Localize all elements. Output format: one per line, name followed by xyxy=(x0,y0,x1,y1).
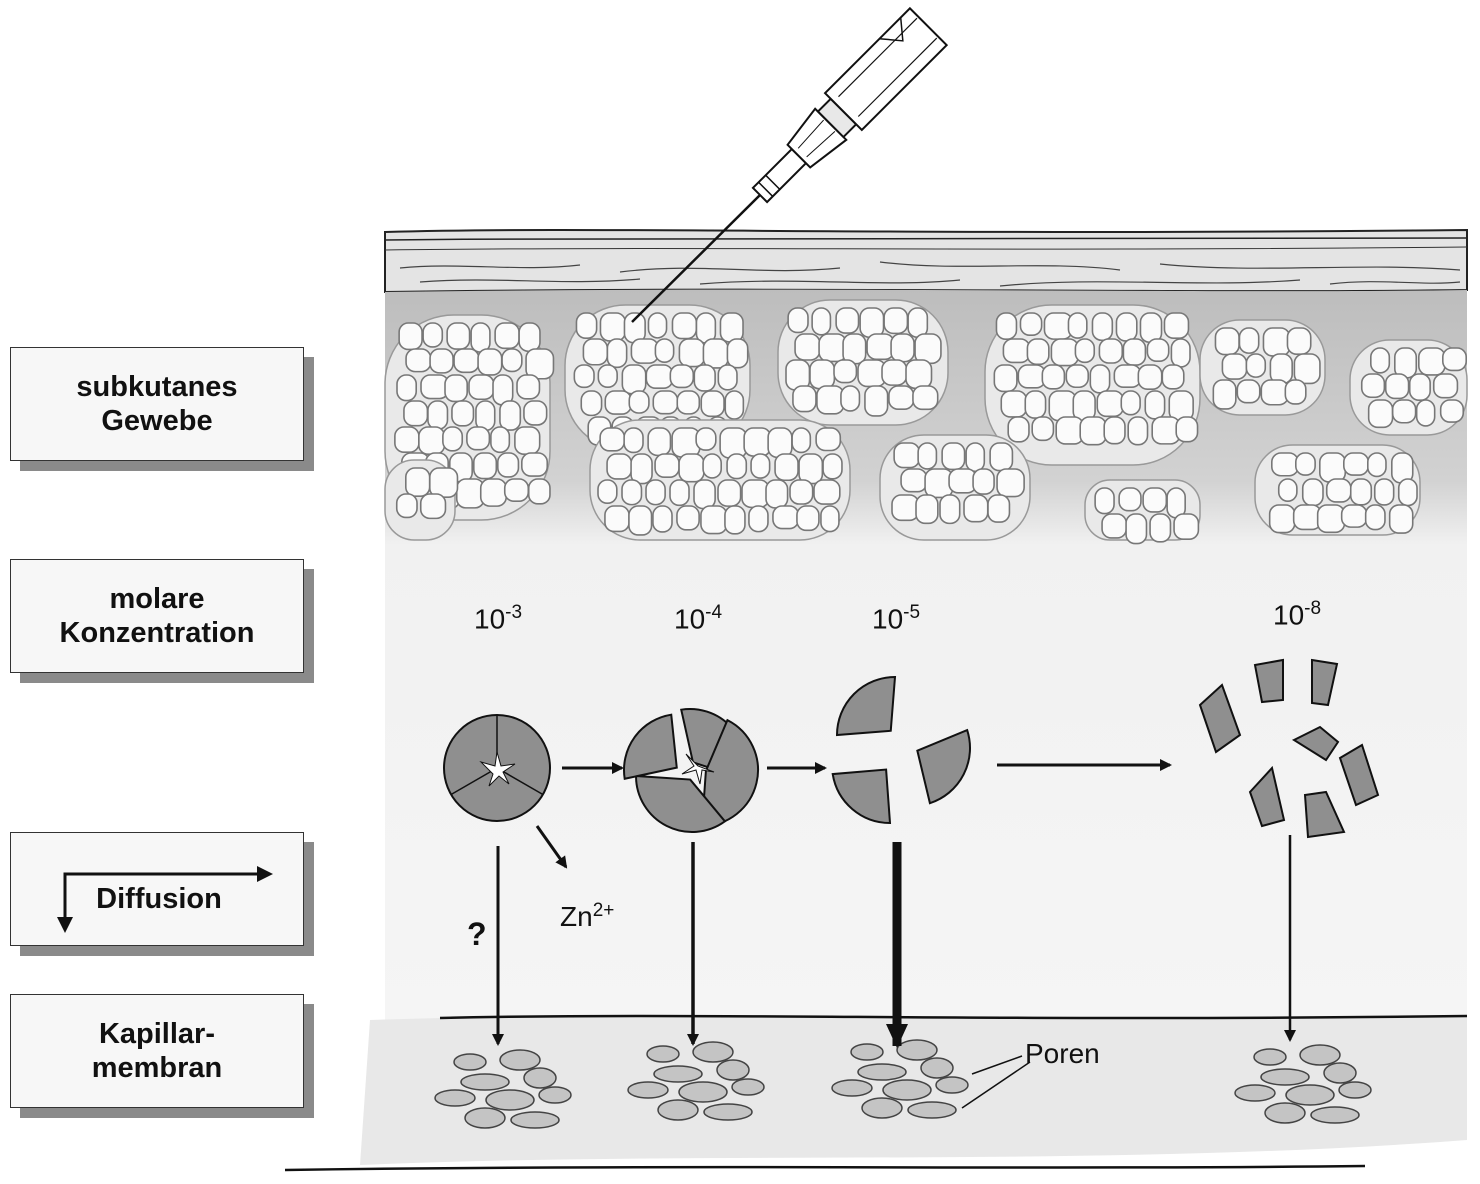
skin-layer xyxy=(385,230,1467,292)
pore xyxy=(1311,1107,1359,1123)
pore xyxy=(732,1079,764,1095)
concentration-1: 10-3 xyxy=(474,602,522,635)
pore xyxy=(862,1098,902,1118)
pore xyxy=(1324,1063,1356,1083)
pore xyxy=(1261,1069,1309,1085)
pore xyxy=(1300,1045,1340,1065)
pore xyxy=(486,1090,534,1110)
label-molar-text: molare Konzentration xyxy=(60,582,255,650)
label-capillary-membrane: Kapillar- membran xyxy=(10,994,304,1108)
concentration-3: 10-5 xyxy=(872,602,920,635)
label-diffusion: Diffusion xyxy=(10,832,304,946)
pore xyxy=(511,1112,559,1128)
pores-label: Poren xyxy=(1025,1038,1100,1069)
fat-lobule xyxy=(1085,480,1200,544)
fat-lobule xyxy=(778,300,948,425)
pore xyxy=(858,1064,906,1080)
pore xyxy=(921,1058,953,1078)
pore xyxy=(1339,1082,1371,1098)
fat-lobule xyxy=(985,305,1200,465)
pore xyxy=(851,1044,883,1060)
pore xyxy=(897,1040,937,1060)
pore xyxy=(628,1082,668,1098)
fat-lobule xyxy=(880,435,1030,540)
pore xyxy=(524,1068,556,1088)
pore xyxy=(936,1077,968,1093)
pore xyxy=(704,1104,752,1120)
pore xyxy=(1254,1049,1286,1065)
fat-lobule xyxy=(385,460,457,540)
pore xyxy=(717,1060,749,1080)
label-capillary-text: Kapillar- membran xyxy=(92,1017,223,1085)
pore xyxy=(461,1074,509,1090)
pore xyxy=(647,1046,679,1062)
pore xyxy=(1286,1085,1334,1105)
pore xyxy=(500,1050,540,1070)
pore xyxy=(679,1082,727,1102)
label-molar-concentration: molare Konzentration xyxy=(10,559,304,673)
concentration-4: 10-8 xyxy=(1273,598,1321,631)
pore xyxy=(435,1090,475,1106)
fat-lobule xyxy=(1255,445,1420,535)
pore xyxy=(693,1042,733,1062)
label-subcutaneous-tissue: subkutanes Gewebe xyxy=(10,347,304,461)
pore xyxy=(465,1108,505,1128)
pore xyxy=(658,1100,698,1120)
pore xyxy=(832,1080,872,1096)
pore xyxy=(454,1054,486,1070)
pore xyxy=(539,1087,571,1103)
hexamer-icon xyxy=(444,715,550,821)
fat-lobule xyxy=(1350,340,1467,435)
question-mark: ? xyxy=(467,916,487,952)
pore xyxy=(654,1066,702,1082)
fat-lobule xyxy=(1200,320,1325,415)
pore xyxy=(1265,1103,1305,1123)
pore xyxy=(883,1080,931,1100)
pore xyxy=(908,1102,956,1118)
label-diffusion-text: Diffusion xyxy=(96,882,222,916)
label-subcutaneous-text: subkutanes Gewebe xyxy=(76,370,237,438)
fat-lobule xyxy=(590,420,850,540)
pore xyxy=(1235,1085,1275,1101)
concentration-2: 10-4 xyxy=(674,602,722,635)
